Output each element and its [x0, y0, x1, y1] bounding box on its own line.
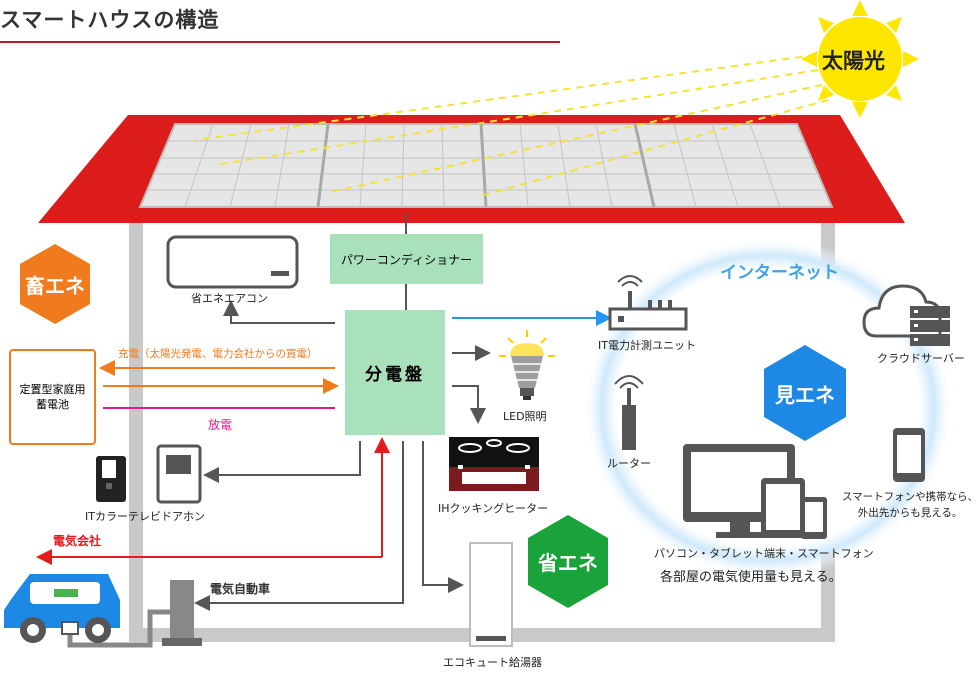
sun-label: 太陽光 [822, 49, 885, 73]
led-label: LED照明 [503, 410, 547, 423]
tablet-icon [761, 478, 805, 538]
air-conditioner-icon [166, 235, 299, 289]
it-meter-label: IT電力計測ユニット [598, 339, 696, 352]
ecocute-heater-icon [469, 542, 513, 647]
smartphone-icon [893, 428, 925, 482]
it-meter-icon [608, 275, 688, 331]
ev-charger-icon [67, 580, 202, 648]
power-conditioner-box: パワーコンディショナー [330, 234, 483, 284]
cloud-server-label: クラウドサーバー [877, 352, 965, 365]
solar-panels [138, 123, 834, 208]
tv-intercom-label: ITカラーテレビドアホン [85, 510, 205, 523]
ev-car-icon [4, 574, 120, 643]
cloud-server-icon [862, 284, 950, 346]
router-label: ルーター [607, 457, 651, 470]
ev-label: 電気自動車 [210, 582, 271, 596]
save-hexagon [528, 515, 608, 608]
storage-battery-box: 定置型家庭用 蓄電池 [9, 349, 96, 445]
save-badge-label: 省エネ [538, 551, 598, 575]
smartphone-note: スマートフォンや携帯なら、 外出先からも見える。 [842, 491, 979, 519]
phone-icon [801, 497, 827, 539]
page-title: スマートハウスの構造 [0, 8, 220, 32]
ih-heater-icon [449, 437, 539, 491]
aircon-label: 省エネエアコン [191, 292, 268, 305]
sunbeams [194, 54, 829, 197]
visualize-hexagon [764, 345, 846, 441]
distribution-panel-box: 分電盤 [345, 310, 445, 435]
router-icon [614, 375, 644, 450]
visualize-badge-label: 見エネ [775, 382, 835, 407]
devices-note: 各部屋の電気使用量も見える。 [660, 570, 842, 585]
storage-badge-label: 畜エネ [25, 273, 85, 298]
devices-label: パソコン・タブレット端末・スマートフォン [654, 547, 874, 560]
title-underline [0, 41, 560, 43]
tv-intercom-icon [96, 444, 202, 504]
internet-label: インターネット [720, 263, 839, 283]
storage-hexagon [20, 244, 90, 324]
sun-icon [801, 0, 919, 118]
ecocute-label: エコキュート給湯器 [443, 656, 542, 669]
ih-heater-label: IHクッキングヒーター [438, 502, 549, 515]
discharge-label: 放電 [208, 418, 233, 432]
charge-label: 充電（太陽光発電、電力会社からの買電） [118, 348, 318, 360]
led-bulb-icon [499, 330, 555, 400]
utility-label: 電気会社 [53, 534, 102, 548]
